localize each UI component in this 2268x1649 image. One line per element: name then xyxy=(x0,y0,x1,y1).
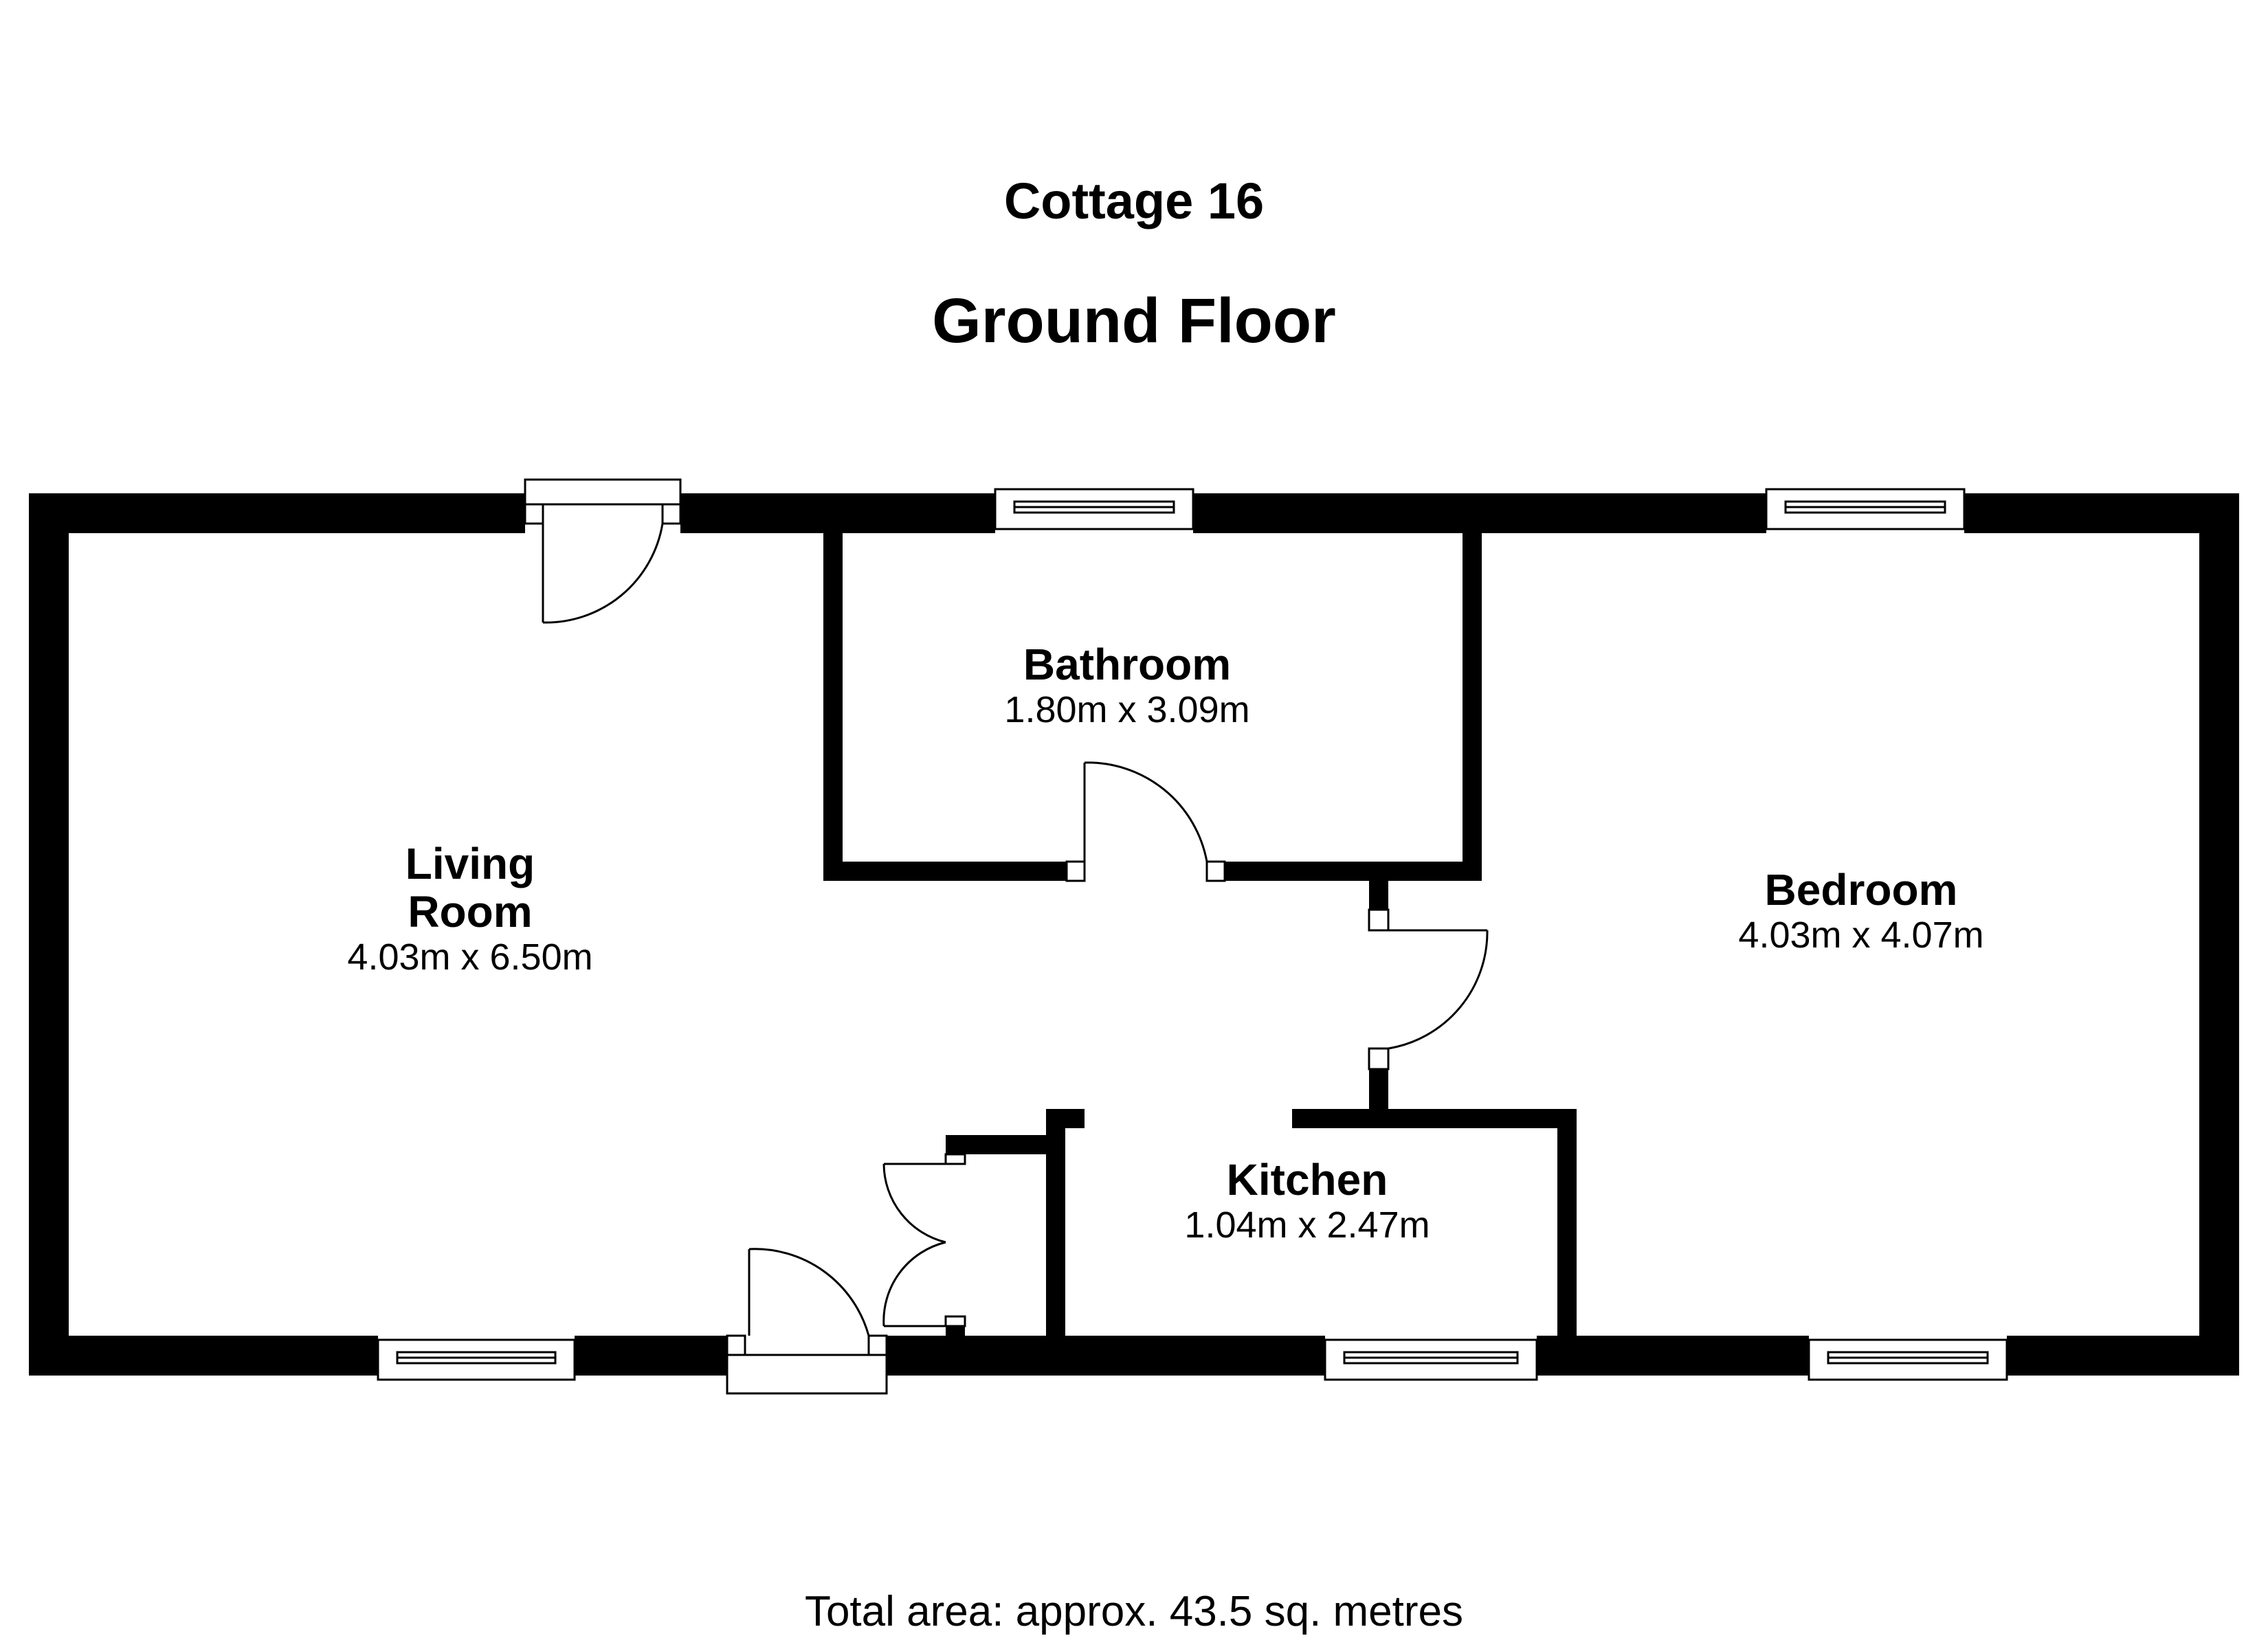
room-name-bedroom: Bedroom xyxy=(1764,865,1958,915)
bathroom-wall-bottom-left xyxy=(823,862,1067,881)
window-living-bottom xyxy=(377,1338,576,1381)
outer-wall-bottom-4 xyxy=(1537,1336,1809,1376)
door-bathroom xyxy=(1065,761,1226,882)
window-bedroom-bottom xyxy=(1808,1338,2008,1381)
outer-wall-bottom-2 xyxy=(575,1336,727,1376)
door-living-top xyxy=(524,478,682,624)
window-bedroom-top xyxy=(1765,488,1966,530)
room-label-bedroom: Bedroom 4.03m x 4.07m xyxy=(1738,866,1983,956)
total-area-note: Total area: approx. 43.5 sq. metres xyxy=(804,1588,1464,1635)
room-name-living-line2: Room xyxy=(408,887,533,936)
door-entrance xyxy=(726,1248,888,1395)
room-name-bathroom: Bathroom xyxy=(1023,640,1232,689)
window-kitchen-bottom xyxy=(1324,1338,1538,1381)
cupboard-wall-top xyxy=(946,1135,1046,1154)
bathroom-wall-right xyxy=(1463,533,1482,881)
partition-stub-upper xyxy=(1369,881,1388,910)
outer-wall-bottom-3 xyxy=(887,1336,1325,1376)
room-dimensions-bathroom: 1.80m x 3.09m xyxy=(1004,689,1250,730)
outer-wall-left xyxy=(29,493,69,1376)
door-cupboard xyxy=(882,1153,966,1327)
doors xyxy=(524,478,1489,1395)
room-label-bathroom: Bathroom 1.80m x 3.09m xyxy=(1004,640,1249,731)
outer-wall-top-left xyxy=(29,493,525,533)
outer-wall-bottom-5 xyxy=(2007,1336,2239,1376)
outer-wall-top-mid xyxy=(1193,493,1766,533)
room-dimensions-living: 4.03m x 6.50m xyxy=(347,936,593,978)
room-label-living-room: Living Room 4.03m x 6.50m xyxy=(347,840,592,978)
kitchen-wall-right xyxy=(1557,1109,1577,1336)
floor-title: Ground Floor xyxy=(932,286,1336,356)
room-label-kitchen: Kitchen 1.04m x 2.47m xyxy=(1184,1156,1430,1246)
bathroom-wall-left xyxy=(823,533,843,881)
outer-wall-right xyxy=(2199,493,2239,1376)
door-bedroom xyxy=(1368,908,1489,1070)
room-dimensions-kitchen: 1.04m x 2.47m xyxy=(1184,1204,1430,1246)
room-name-living-line1: Living xyxy=(405,839,535,888)
windows xyxy=(377,488,2008,1381)
room-name-kitchen: Kitchen xyxy=(1226,1155,1388,1204)
bathroom-wall-bottom-right xyxy=(1225,862,1482,881)
window-bathroom-top xyxy=(994,488,1194,530)
kitchen-wall-left xyxy=(1046,1109,1065,1336)
cupboard-wall-bottom-stub xyxy=(946,1326,965,1336)
outer-wall-top-mid-left xyxy=(680,493,995,533)
partition-stub-lower xyxy=(1369,1069,1388,1109)
walls xyxy=(29,493,2239,1376)
kitchen-wall-top-left xyxy=(1046,1109,1085,1128)
outer-wall-top-right xyxy=(1964,493,2239,533)
property-name: Cottage 16 xyxy=(1003,172,1265,229)
kitchen-wall-top-right xyxy=(1292,1109,1577,1128)
outer-wall-bottom-1 xyxy=(29,1336,378,1376)
room-dimensions-bedroom: 4.03m x 4.07m xyxy=(1738,915,1984,956)
